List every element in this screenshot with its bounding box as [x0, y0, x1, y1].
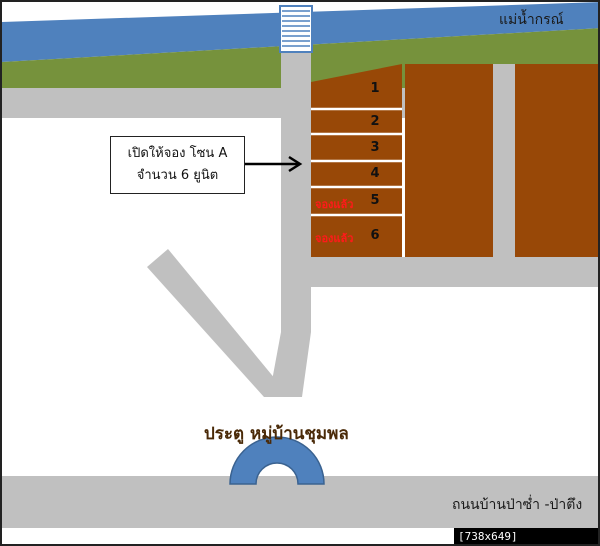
- inner-road: [493, 64, 515, 287]
- river-label: แม่น้ำกรณ์: [499, 12, 564, 28]
- diagonal-road: [147, 249, 290, 397]
- plot-number-1[interactable]: 1: [370, 81, 380, 96]
- bridge: [279, 5, 313, 53]
- plot-number-6[interactable]: 6: [370, 228, 380, 243]
- plot-block-right: [515, 64, 598, 257]
- village-gate: [229, 436, 325, 485]
- middle-road: [311, 257, 598, 287]
- road-label: ถนนบ้านป่าซ่ำ -ป่าตึง: [452, 497, 583, 513]
- image-watermark: [738x649] http://upic.me/: [454, 528, 598, 544]
- zone-a-callout: เปิดให้จอง โซน A จำนวน 6 ยูนิต: [110, 136, 245, 194]
- plot-dividers: [311, 107, 402, 217]
- main-road: [269, 52, 311, 397]
- plot-block-middle: [405, 64, 493, 257]
- callout-line-2: จำนวน 6 ยูนิต: [136, 168, 219, 183]
- plot-number-5[interactable]: 5: [370, 193, 380, 208]
- callout-line-1: เปิดให้จอง โซน A: [127, 146, 228, 161]
- plot-number-3[interactable]: 3: [370, 140, 380, 155]
- plot-5-status: จองแล้ว: [315, 198, 354, 211]
- plot-number-4[interactable]: 4: [370, 166, 380, 181]
- callout-arrow: [245, 155, 303, 173]
- plot-6-status: จองแล้ว: [315, 232, 354, 245]
- gate-label: ประตู หมู่บ้านชุมพล: [204, 424, 349, 444]
- plot-number-2[interactable]: 2: [370, 114, 380, 129]
